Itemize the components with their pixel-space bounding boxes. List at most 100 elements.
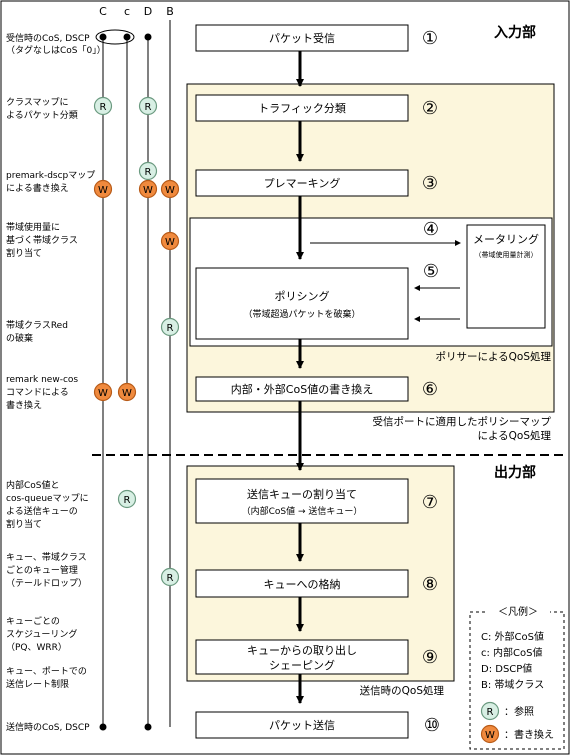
marker-read-D-premark: R [138, 161, 158, 181]
description-remark-cos: remark new-cos コマンドによる 書き換え [6, 375, 78, 411]
marker-write-B-premark: W [160, 179, 180, 199]
marker-letter: R [487, 707, 494, 718]
step-packet-receive: パケット受信 [195, 24, 409, 52]
legend-title: ＜凡例＞ [498, 605, 538, 618]
step-number-9: ⑨ [422, 647, 438, 668]
description-line: 割り当て [6, 247, 42, 259]
description-cos-queue: 内部CoS値と cos-queueマップに よる送信キューの 割り当て [6, 479, 89, 530]
legend-item-D: D: DSCP値 [481, 662, 532, 675]
legend-read-marker: R [480, 701, 500, 721]
marker-letter: R [145, 102, 152, 113]
marker-read-B-red: R [160, 317, 180, 337]
description-line: 送信時のCoS, DSCP [6, 721, 90, 733]
marker-read-D-classification: R [138, 96, 158, 116]
step-label: ポリシング [275, 289, 330, 303]
step-sublabel: シェーピング [269, 658, 335, 672]
policer-region-label: ポリサーによるQoS処理 [435, 350, 551, 363]
marker-write-c-remark: W [117, 382, 137, 402]
column-letter-C: C [99, 5, 107, 18]
description-line: スケジューリング [6, 628, 77, 640]
step-label: トラフィック分類 [258, 102, 346, 115]
step-number-6: ⑥ [422, 379, 438, 400]
marker-letter: R [145, 167, 152, 178]
step-label: キューからの取り出し [247, 643, 357, 657]
description-line: premark-dscpマップ [6, 170, 95, 181]
step-number-10: ⑩ [424, 715, 440, 736]
step-number-5: ⑤ [423, 261, 439, 282]
marker-letter: W [143, 185, 153, 196]
step-number-3: ③ [422, 173, 438, 194]
description-line: 内部CoS値と [6, 479, 60, 491]
description-line: remark new-cos [6, 375, 78, 385]
column-start-dot-c [123, 33, 131, 41]
marker-read-c-queue: R [117, 489, 137, 509]
description-receive-cos: 受信時のCoS, DSCP （タグなしはCoS「0」） [6, 32, 106, 56]
legend-item-c: c: 内部CoS値 [481, 646, 543, 659]
description-line: よる送信キューの [6, 505, 78, 517]
description-line: キューごとの [6, 615, 60, 627]
legend: ＜凡例＞ C: 外部CoS値 c: 内部CoS値 D: DSCP値 B: 帯域ク… [469, 603, 565, 750]
step-policing: ポリシング （帯域超過パケットを破棄） [195, 267, 409, 340]
step-number-8: ⑧ [422, 574, 438, 595]
column-end-dot-C [99, 723, 107, 731]
step-number-2: ② [422, 98, 438, 119]
step-number-1: ① [422, 28, 438, 49]
step-number-7: ⑦ [422, 492, 438, 513]
marker-letter: W [122, 388, 132, 399]
marker-read-B-queue-management: R [160, 567, 180, 587]
description-line: キュー、帯域クラス [6, 551, 87, 563]
description-line: （テールドロップ） [6, 578, 87, 589]
description-line: の破棄 [6, 332, 33, 344]
column-start-dot-D [144, 33, 152, 41]
description-class-map: クラスマップに よるパケット分類 [6, 97, 78, 121]
marker-write-C-premark: W [93, 179, 113, 199]
column-letter-D: D [144, 5, 152, 18]
marker-letter: R [124, 495, 131, 506]
marker-write-D-premark: W [138, 179, 158, 199]
description-line: 受信時のCoS, DSCP [6, 32, 90, 44]
step-sublabel: （帯域超過パケットを破棄） [243, 308, 360, 320]
description-line: ごとのキュー管理 [6, 564, 78, 576]
step-number-4: ④ [423, 219, 439, 240]
transmit-region-label: 送信時のQoS処理 [360, 684, 445, 697]
marker-read-C-classification: R [93, 96, 113, 116]
description-line: クラスマップに [6, 97, 69, 108]
description-line: 書き換え [6, 399, 42, 411]
marker-letter: R [167, 323, 174, 334]
column-end-dot-D [144, 723, 152, 731]
description-line: 基づく帯域クラス [6, 234, 78, 246]
description-line: 割り当て [6, 518, 42, 530]
cos-pair-ellipse [95, 29, 135, 45]
step-traffic-classification: トラフィック分類 [195, 94, 409, 122]
metering-sublabel: （帯域使用量計測） [475, 250, 538, 259]
marker-write-C-remark: W [93, 382, 113, 402]
step-cos-rewrite: 内部・外部CoS値の書き換え [195, 376, 409, 402]
marker-write-B-bandwidth: W [160, 231, 180, 251]
policy-map-label-line1: 受信ポートに適用したポリシーマップ [373, 415, 552, 428]
marker-letter: W [165, 237, 175, 248]
metering-box: メータリング （帯域使用量計測） [466, 224, 546, 329]
description-red-drop: 帯域クラスRed の破棄 [6, 319, 68, 344]
step-enqueue: キューへの格納 [195, 569, 409, 598]
marker-letter: W [485, 730, 495, 741]
step-premarking: プレマーキング [195, 169, 409, 197]
description-bandwidth-class: 帯域使用量に 基づく帯域クラス 割り当て [6, 221, 78, 259]
description-line: 帯域使用量に [6, 221, 60, 233]
step-label: パケット受信 [269, 32, 335, 45]
column-letter-B: B [166, 5, 174, 18]
step-label: 送信キューの割り当て [247, 487, 357, 501]
description-line: キュー、ポートでの [6, 666, 87, 677]
step-packet-send: パケット送信 [195, 711, 409, 739]
description-premark-dscp: premark-dscpマップ による書き換え [6, 170, 95, 194]
legend-title-bg [486, 603, 550, 619]
step-label: パケット送信 [269, 718, 335, 732]
step-dequeue-shaping: キューからの取り出し シェーピング [195, 639, 409, 675]
step-sublabel: （内部CoS値 → 送信キュー） [242, 505, 363, 517]
input-section-heading: 入力部 [494, 24, 536, 41]
marker-letter: W [98, 388, 108, 399]
step-label: 内部・外部CoS値の書き換え [231, 382, 373, 396]
column-start-dot-C [99, 33, 107, 41]
description-send-cos: 送信時のCoS, DSCP [6, 721, 90, 733]
description-line: コマンドによる [6, 387, 69, 398]
